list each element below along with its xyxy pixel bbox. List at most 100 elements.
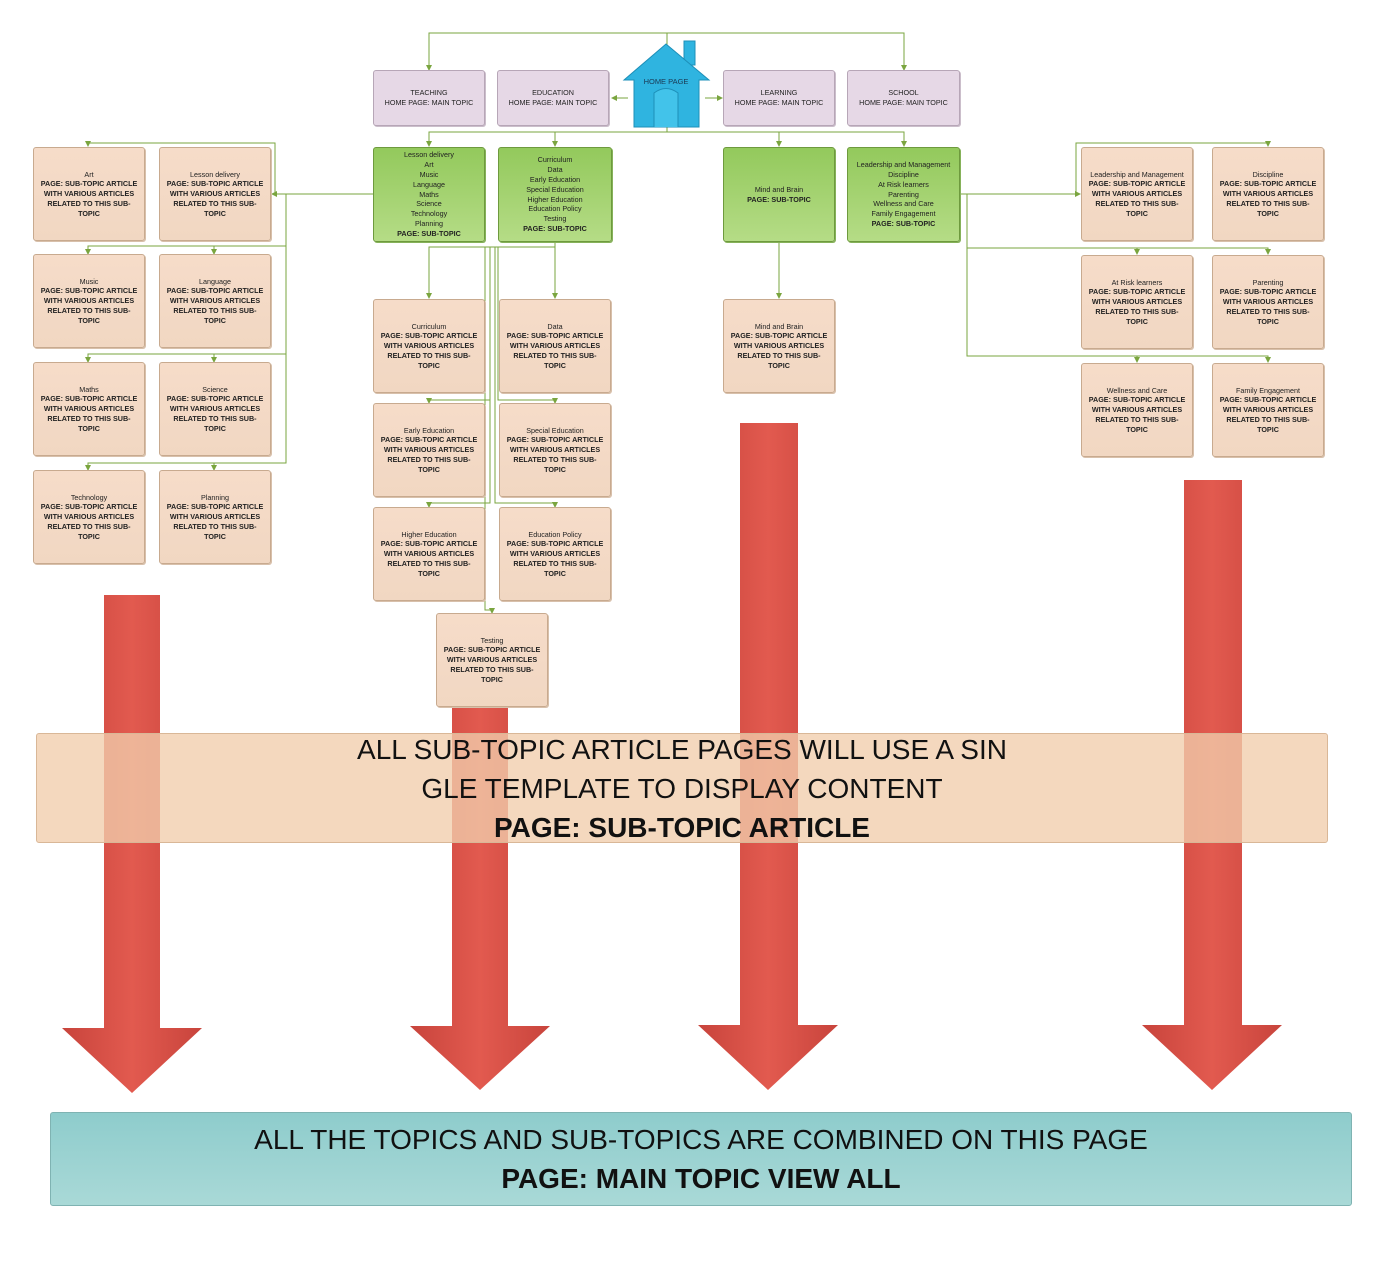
sub-topic-line: Science	[416, 199, 442, 209]
article-box-education[interactable]: Early Education PAGE: SUB-TOPIC ARTICLE …	[373, 403, 485, 497]
article-page-line: PAGE: SUB-TOPIC ARTICLE	[506, 539, 604, 549]
article-page-line: RELATED TO THIS SUB-	[1095, 414, 1179, 424]
article-page-line: RELATED TO THIS SUB-	[47, 198, 131, 208]
article-page-line: WITH VARIOUS ARTICLES	[509, 445, 601, 455]
article-page-line: TOPIC	[768, 360, 790, 370]
article-box-learning[interactable]: Mind and Brain PAGE: SUB-TOPIC ARTICLE W…	[723, 299, 835, 393]
article-title: Language	[199, 276, 231, 286]
banner-text: ALL SUB-TOPIC ARTICLE PAGES WILL USE A S…	[357, 733, 1007, 765]
article-page-line: PAGE: SUB-TOPIC ARTICLE	[380, 539, 478, 549]
article-page-line: WITH VARIOUS ARTICLES	[1222, 297, 1314, 307]
article-page-line: PAGE: SUB-TOPIC ARTICLE	[1219, 287, 1317, 297]
article-page-line: PAGE: SUB-TOPIC ARTICLE	[1219, 395, 1317, 405]
article-page-line: PAGE: SUB-TOPIC ARTICLE	[380, 435, 478, 445]
sub-topic-line: Planning	[415, 218, 443, 228]
article-page-line: TOPIC	[1257, 316, 1279, 326]
article-box-teaching[interactable]: Technology PAGE: SUB-TOPIC ARTICLE WITH …	[33, 470, 145, 564]
article-page-line: RELATED TO THIS SUB-	[387, 454, 471, 464]
main-topic-title: EDUCATION	[532, 88, 574, 98]
article-box-school[interactable]: Wellness and Care PAGE: SUB-TOPIC ARTICL…	[1081, 363, 1193, 457]
article-title: Planning	[201, 492, 229, 502]
main-topic-page: HOME PAGE: MAIN TOPIC	[384, 98, 474, 107]
main-topic-learning[interactable]: LEARNING HOME PAGE: MAIN TOPIC	[723, 70, 835, 126]
sub-topic-line: Higher Education	[527, 194, 583, 204]
sub-topic-line: Wellness and Care	[873, 199, 934, 209]
article-page-line: RELATED TO THIS SUB-	[450, 664, 534, 674]
article-page-line: WITH VARIOUS ARTICLES	[1091, 189, 1183, 199]
article-page-line: TOPIC	[204, 315, 226, 325]
home-page-label: HOME PAGE	[643, 77, 689, 86]
article-page-line: RELATED TO THIS SUB-	[173, 413, 257, 423]
article-page-line: TOPIC	[544, 464, 566, 474]
article-title: Higher Education	[401, 529, 457, 539]
article-page-line: WITH VARIOUS ARTICLES	[43, 404, 135, 414]
article-page-line: TOPIC	[1126, 208, 1148, 218]
article-page-line: RELATED TO THIS SUB-	[1226, 414, 1310, 424]
article-page-line: PAGE: SUB-TOPIC ARTICLE	[166, 179, 264, 189]
article-page-line: PAGE: SUB-TOPIC ARTICLE	[40, 394, 138, 404]
article-page-line: TOPIC	[78, 208, 100, 218]
article-box-school[interactable]: At Risk learners PAGE: SUB-TOPIC ARTICLE…	[1081, 255, 1193, 349]
main-topic-school[interactable]: SCHOOL HOME PAGE: MAIN TOPIC	[847, 70, 960, 126]
article-box-teaching[interactable]: Lesson delivery PAGE: SUB-TOPIC ARTICLE …	[159, 147, 271, 241]
article-box-teaching[interactable]: Language PAGE: SUB-TOPIC ARTICLE WITH VA…	[159, 254, 271, 348]
article-page-line: PAGE: SUB-TOPIC ARTICLE	[506, 331, 604, 341]
main-topic-education[interactable]: EDUCATION HOME PAGE: MAIN TOPIC	[497, 70, 609, 126]
banner-page: PAGE: MAIN TOPIC VIEW ALL	[501, 1163, 901, 1194]
article-page-line: RELATED TO THIS SUB-	[387, 350, 471, 360]
article-page-line: TOPIC	[544, 360, 566, 370]
article-page-line: WITH VARIOUS ARTICLES	[43, 189, 135, 199]
main-topic-page: HOME PAGE: MAIN TOPIC	[508, 98, 598, 107]
article-box-education[interactable]: Special Education PAGE: SUB-TOPIC ARTICL…	[499, 403, 611, 497]
article-page-line: RELATED TO THIS SUB-	[173, 305, 257, 315]
article-box-school[interactable]: Family Engagement PAGE: SUB-TOPIC ARTICL…	[1212, 363, 1324, 457]
article-page-line: RELATED TO THIS SUB-	[1095, 306, 1179, 316]
sub-topic-page: PAGE: SUB-TOPIC	[397, 228, 461, 238]
article-page-line: WITH VARIOUS ARTICLES	[733, 341, 825, 351]
article-box-teaching[interactable]: Art PAGE: SUB-TOPIC ARTICLE WITH VARIOUS…	[33, 147, 145, 241]
article-page-line: RELATED TO THIS SUB-	[47, 413, 131, 423]
article-box-education[interactable]: Higher Education PAGE: SUB-TOPIC ARTICLE…	[373, 507, 485, 601]
sub-topic-group-education[interactable]: Curriculum Data Early Education Special …	[498, 147, 612, 242]
article-box-teaching[interactable]: Maths PAGE: SUB-TOPIC ARTICLE WITH VARIO…	[33, 362, 145, 456]
sub-topic-line: Mind and Brain	[754, 184, 804, 194]
article-page-line: WITH VARIOUS ARTICLES	[1091, 405, 1183, 415]
article-page-line: TOPIC	[418, 568, 440, 578]
article-page-line: PAGE: SUB-TOPIC ARTICLE	[166, 394, 264, 404]
article-box-teaching[interactable]: Music PAGE: SUB-TOPIC ARTICLE WITH VARIO…	[33, 254, 145, 348]
article-page-line: TOPIC	[1257, 208, 1279, 218]
article-title: Art	[84, 169, 94, 179]
article-page-line: PAGE: SUB-TOPIC ARTICLE	[40, 502, 138, 512]
article-box-education[interactable]: Curriculum PAGE: SUB-TOPIC ARTICLE WITH …	[373, 299, 485, 393]
sub-topic-line: Special Education	[526, 184, 584, 194]
article-box-school[interactable]: Parenting PAGE: SUB-TOPIC ARTICLE WITH V…	[1212, 255, 1324, 349]
article-page-line: PAGE: SUB-TOPIC ARTICLE	[730, 331, 828, 341]
main-topic-page: HOME PAGE: MAIN TOPIC	[734, 98, 824, 107]
article-box-school[interactable]: Leadership and Management PAGE: SUB-TOPI…	[1081, 147, 1193, 241]
article-page-line: TOPIC	[1257, 424, 1279, 434]
sub-topic-group-school[interactable]: Leadership and Management Discipline At …	[847, 147, 960, 242]
down-arrow-teaching	[62, 595, 202, 1093]
sub-topic-group-teaching[interactable]: Lesson delivery Art Music Language Maths…	[373, 147, 485, 242]
article-box-education[interactable]: Testing PAGE: SUB-TOPIC ARTICLE WITH VAR…	[436, 613, 548, 707]
article-page-line: RELATED TO THIS SUB-	[1226, 306, 1310, 316]
article-box-teaching[interactable]: Planning PAGE: SUB-TOPIC ARTICLE WITH VA…	[159, 470, 271, 564]
article-page-line: RELATED TO THIS SUB-	[513, 350, 597, 360]
article-page-line: PAGE: SUB-TOPIC ARTICLE	[40, 179, 138, 189]
article-box-school[interactable]: Discipline PAGE: SUB-TOPIC ARTICLE WITH …	[1212, 147, 1324, 241]
sub-topic-page: PAGE: SUB-TOPIC	[523, 223, 587, 233]
article-box-education[interactable]: Education Policy PAGE: SUB-TOPIC ARTICLE…	[499, 507, 611, 601]
article-page-line: PAGE: SUB-TOPIC ARTICLE	[166, 502, 264, 512]
article-box-teaching[interactable]: Science PAGE: SUB-TOPIC ARTICLE WITH VAR…	[159, 362, 271, 456]
sub-topic-line: Testing	[543, 214, 567, 224]
article-box-education[interactable]: Data PAGE: SUB-TOPIC ARTICLE WITH VARIOU…	[499, 299, 611, 393]
view-all-banner: ALL THE TOPICS AND SUB-TOPICS ARE COMBIN…	[50, 1112, 1352, 1206]
article-page-line: WITH VARIOUS ARTICLES	[383, 341, 475, 351]
sub-topic-line: Art	[424, 160, 434, 170]
article-page-line: PAGE: SUB-TOPIC ARTICLE	[40, 286, 138, 296]
article-title: Data	[547, 321, 563, 331]
main-topic-teaching[interactable]: TEACHING HOME PAGE: MAIN TOPIC	[373, 70, 485, 126]
sub-topic-group-learning[interactable]: Mind and Brain PAGE: SUB-TOPIC	[723, 147, 835, 242]
article-page-line: TOPIC	[1126, 316, 1148, 326]
sub-topic-line: Early Education	[529, 174, 581, 184]
